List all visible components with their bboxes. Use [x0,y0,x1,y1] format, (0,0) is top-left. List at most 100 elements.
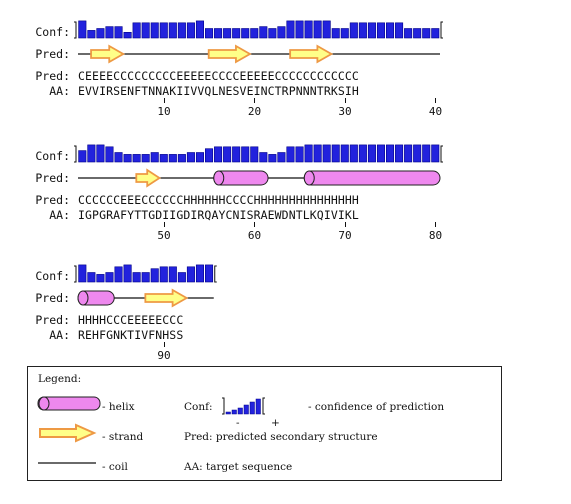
legend-helix-icon [37,396,101,411]
conf-bar [150,268,159,283]
legend-aa-desc: AA: target sequence [184,461,293,473]
conf-bar [313,144,322,163]
tick-mark [163,98,165,103]
conf-bar [376,22,385,39]
conf-bar [340,144,349,163]
conf-bar [295,146,304,163]
conf-bracket-right [214,265,217,283]
legend-strand-label: - strand [102,431,144,443]
pred-label: Pred: [35,171,70,185]
tick-mark [344,98,346,103]
pred-label: Pred: [35,291,70,305]
conf-bar [105,146,114,163]
conf-bar [214,28,223,39]
conf-bar [87,144,96,163]
conf-bar [395,22,404,39]
legend-conf-bars-icon [222,397,265,415]
conf-bar [195,152,204,163]
pred-seq-label: Pred: [35,69,70,83]
conf-bar [78,264,87,283]
conf-bar [168,266,177,283]
aa-label: AA: [49,208,70,222]
conf-bar [150,22,159,39]
legend-conf-plus: + [271,417,280,429]
tick-mark [163,222,165,227]
conf-label: Conf: [35,25,70,39]
conf-bar [214,146,223,163]
conf-bar [331,144,340,163]
tick-mark [435,98,437,103]
conf-bar [431,28,440,39]
legend-box: Legend: - helix - strand - coil Conf: - … [27,366,502,481]
conf-bar [404,144,413,163]
conf-bar [132,154,141,163]
conf-bar [358,22,367,39]
legend-conf-bar [255,398,261,415]
aa-label: AA: [49,84,70,98]
conf-bar [168,22,177,39]
conf-bar [114,26,123,39]
conf-bar [195,20,204,39]
conf-bar [431,144,440,163]
conf-bar [186,266,195,283]
pred-seq-label: Pred: [35,193,70,207]
tick-mark [435,222,437,227]
conf-bar [259,152,268,163]
conf-bar [304,144,313,163]
helix-cylinder [303,170,441,186]
strand-arrow [135,168,162,188]
pred-sequence: CEEEECCCCCCCCCEEEEECCCCEEEEECCCCCCCCCCCC [78,69,359,83]
pred-sequence: HHHHCCCEEEEECCC [78,313,184,327]
conf-bar [141,22,150,39]
conf-bar [322,144,331,163]
conf-bar [241,146,250,163]
legend-conf-bar [231,409,237,415]
conf-bracket-left [74,21,77,39]
conf-bar [132,272,141,283]
conf-bar [295,20,304,39]
conf-label: Conf: [35,149,70,163]
legend-helix-label: - helix [102,401,135,413]
conf-bar [78,150,87,163]
tick-label: 80 [428,229,443,242]
tick-mark [344,222,346,227]
aa-sequence: EVVIRSENFTNNAKIIVVQLNESVEINCTRPNNNTRKSIH [78,84,359,98]
conf-bracket-left [74,265,77,283]
conf-bar [349,144,358,163]
helix-cylinder [77,290,115,306]
tick-label: 10 [157,105,171,118]
legend-pred-desc: Pred: predicted secondary structure [184,431,378,443]
conf-bar [422,28,431,39]
conf-bar [186,22,195,39]
conf-bar [159,22,168,39]
conf-bar [123,31,132,39]
conf-bar [123,154,132,163]
strand-arrow [289,44,334,64]
conf-bar [268,28,277,39]
conf-bar [340,28,349,39]
legend-glyphs [37,396,265,464]
conf-bar [232,28,241,39]
conf-bar [277,152,286,163]
conf-bar [286,146,295,163]
conf-bar [114,152,123,163]
legend-strand-icon [39,423,97,443]
conf-bracket-left [74,145,77,163]
tick-label: 90 [157,349,171,362]
conf-bar [96,274,105,283]
conf-bar [96,28,105,39]
legend-conf-desc: - confidence of prediction [308,401,445,413]
conf-bar [385,22,395,39]
conf-bar [349,22,358,39]
tick-mark [254,222,256,227]
conf-bar [331,28,340,39]
helix-cylinder [213,170,269,186]
conf-bar [87,272,96,283]
conf-bar [250,146,259,163]
aa-label: AA: [49,328,70,342]
conf-bar [177,22,186,39]
legend-coil-label: - coil [102,461,128,473]
